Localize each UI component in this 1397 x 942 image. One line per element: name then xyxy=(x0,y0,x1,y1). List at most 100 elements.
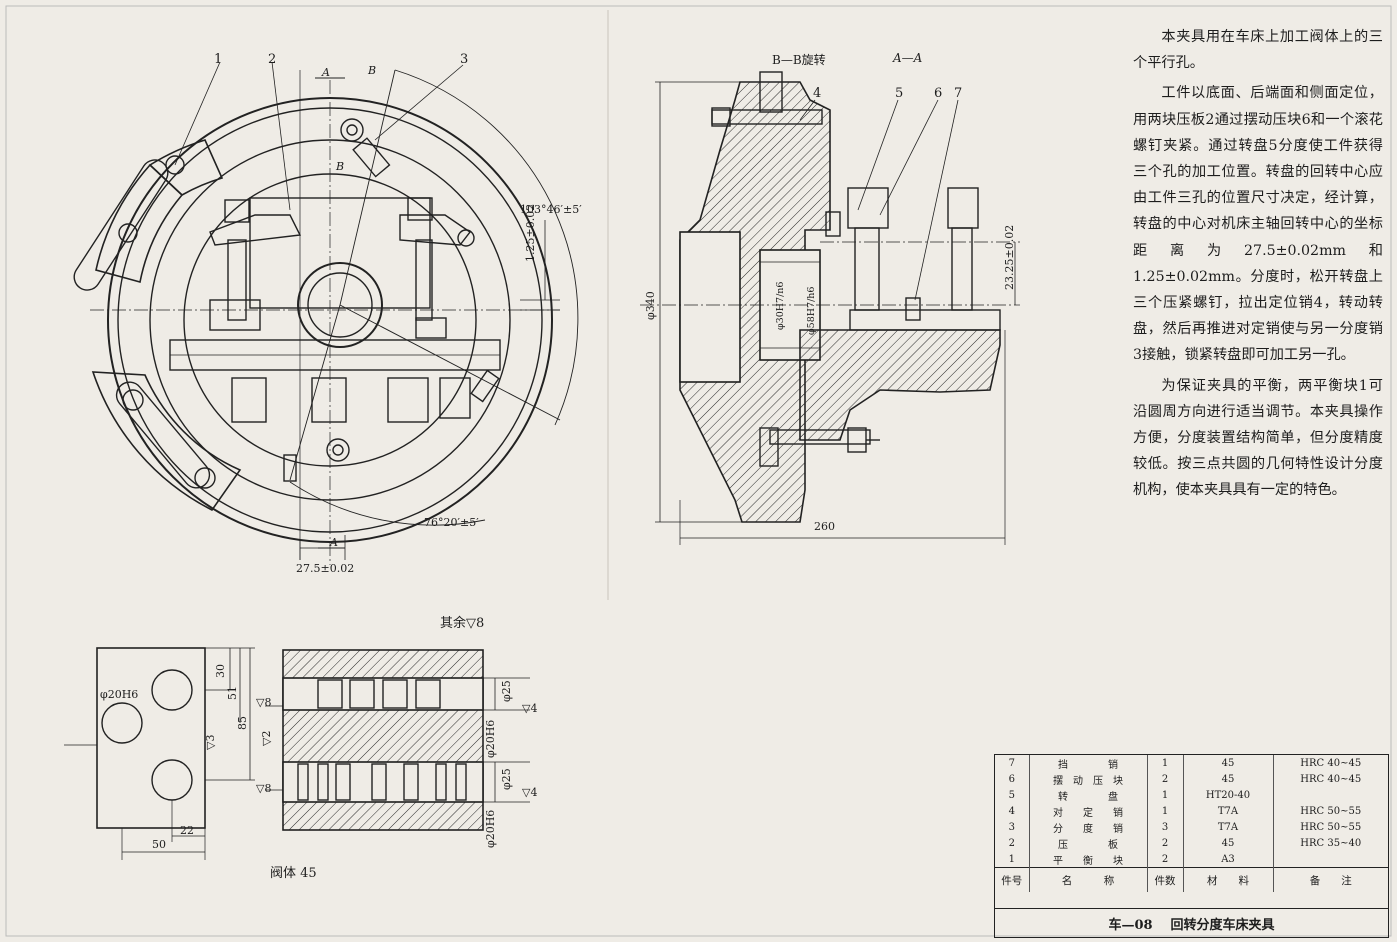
roughness-side: ▽3 xyxy=(204,734,217,750)
bom-material: HT20-40 xyxy=(1183,787,1274,803)
bom-qty: 2 xyxy=(1147,835,1184,851)
bom-row: 7 挡 销 1 45 HRC 40~45 xyxy=(995,755,1388,771)
dim-30: 30 xyxy=(214,664,227,678)
bom-material: T7A xyxy=(1183,803,1274,819)
bom-header-no: 件号 xyxy=(995,867,1030,892)
bom-note: HRC 50~55 xyxy=(1300,805,1362,817)
bom-qty: 3 xyxy=(1147,819,1184,835)
section-aa-label: A—A xyxy=(893,51,923,65)
workpiece-section xyxy=(265,649,530,831)
description-paragraph-3: 为保证夹具的平衡，两平衡块1可沿圆周方向进行适当调节。本夹具操作方便，分度装置结… xyxy=(1133,377,1383,499)
dim-20h6-bottom: φ20H6 xyxy=(484,809,497,848)
bom-name: 压 板 xyxy=(1029,835,1148,851)
angle-dimension-1: 103°46′±5′ xyxy=(520,203,582,216)
bom-qty: 1 xyxy=(1147,787,1184,803)
workpiece-view xyxy=(64,647,255,860)
bom-note: HRC 40~45 xyxy=(1300,757,1362,769)
roughness-middle: ▽2 xyxy=(260,730,273,746)
bom-name: 摆 动 压 块 xyxy=(1029,771,1148,787)
dim-25-bottom: φ25 xyxy=(500,768,513,790)
bom-no: 6 xyxy=(995,771,1030,787)
drawing-title: 回转分度车床夹具 xyxy=(1170,917,1275,933)
description-paragraph-2: 工件以底面、后端面和侧面定位，用两块压板2通过摆动压块6和一个滚花螺钉夹紧。通过… xyxy=(1133,85,1383,364)
dim-25-top: φ25 xyxy=(500,680,513,702)
description-text: 本夹具用在车床上加工阀体上的三个平行孔。 工件以底面、后端面和侧面定位，用两块压… xyxy=(1133,24,1383,508)
dim-20h6-top: φ20H6 xyxy=(484,719,497,758)
callout-7: 7 xyxy=(954,86,963,101)
front-view xyxy=(73,61,579,565)
bom-material: T7A xyxy=(1183,819,1274,835)
bom-row: 4 对 定 销 1 T7A HRC 50~55 xyxy=(995,803,1388,819)
bom-row: 6 摆 动 压 块 2 45 HRC 40~45 xyxy=(995,771,1388,787)
bom-material: 45 xyxy=(1183,835,1274,851)
bom-table: 7 挡 销 1 45 HRC 40~45 6 摆 动 压 块 2 45 HRC … xyxy=(995,755,1388,892)
roughness-right-top: ▽4 xyxy=(522,702,538,715)
height-dimension: 23.25±0.02 xyxy=(1003,224,1016,290)
bom-name: 对 定 销 xyxy=(1029,803,1148,819)
bom-header-material: 材 料 xyxy=(1183,867,1274,892)
bom-row: 5 转 盘 1 HT20-40 xyxy=(995,787,1388,803)
bom-no: 7 xyxy=(995,755,1030,771)
callout-6: 6 xyxy=(934,86,943,101)
roughness-right-bottom: ▽4 xyxy=(522,786,538,799)
section-view xyxy=(640,71,1020,545)
bom-header-note: 备 注 xyxy=(1273,867,1388,892)
callout-4: 4 xyxy=(813,86,822,101)
bom-no: 5 xyxy=(995,787,1030,803)
callout-5: 5 xyxy=(895,86,904,101)
bom-name: 平 衡 块 xyxy=(1029,851,1148,868)
bom-no: 1 xyxy=(995,851,1030,868)
bom-row: 2 压 板 2 45 HRC 35~40 xyxy=(995,835,1388,851)
dim-50: 50 xyxy=(152,838,166,851)
bom-name: 转 盘 xyxy=(1029,787,1148,803)
bom-qty: 1 xyxy=(1147,755,1184,771)
bom-qty: 2 xyxy=(1147,771,1184,787)
width-dimension: 260 xyxy=(814,520,835,533)
bom-row: 1 平 衡 块 2 A3 xyxy=(995,851,1388,868)
center-distance-dimension: 27.5±0.02 xyxy=(296,562,355,575)
bom-no: 3 xyxy=(995,819,1030,835)
description-paragraph-1: 本夹具用在车床上加工阀体上的三个平行孔。 xyxy=(1133,29,1383,72)
bom-name: 分 度 销 xyxy=(1029,819,1148,835)
section-bb-label: B—B旋转 xyxy=(772,53,826,67)
dim-22: 22 xyxy=(180,824,194,837)
bom-qty: 2 xyxy=(1147,851,1184,868)
section-a-label-top: A xyxy=(322,66,330,79)
roughness-left-bottom: ▽8 xyxy=(256,782,272,795)
bom-row: 3 分 度 销 3 T7A HRC 50~55 xyxy=(995,819,1388,835)
callout-2: 2 xyxy=(268,52,277,67)
dim-85: 85 xyxy=(236,716,249,730)
bom-note: HRC 40~45 xyxy=(1300,773,1362,785)
callout-3: 3 xyxy=(460,52,469,67)
fit-dimension-2: φ58H7/h6 xyxy=(806,286,817,335)
bom-header-name: 名 称 xyxy=(1029,867,1148,892)
bom-note xyxy=(1273,851,1388,868)
drawing-title-block: 车—08 回转分度车床夹具 xyxy=(995,908,1388,937)
bom-qty: 1 xyxy=(1147,803,1184,819)
workpiece-caption: 阀体 45 xyxy=(270,866,317,881)
surface-finish-note: 其余▽8 xyxy=(440,616,485,631)
section-a-label-bottom: A xyxy=(330,536,338,549)
bom-header-qty: 件数 xyxy=(1147,867,1184,892)
section-b-label-side: B xyxy=(336,160,345,173)
callout-1: 1 xyxy=(214,52,223,67)
bom-material: 45 xyxy=(1183,755,1274,771)
angle-dimension-2: 76°20′±5′ xyxy=(424,516,479,529)
bom-material: A3 xyxy=(1183,851,1274,868)
drawing-code: 车—08 xyxy=(1108,917,1153,933)
bom-name: 挡 销 xyxy=(1029,755,1148,771)
bom-note: HRC 50~55 xyxy=(1300,821,1362,833)
bom-note: HRC 35~40 xyxy=(1300,837,1362,849)
bom-no: 4 xyxy=(995,803,1030,819)
bill-of-materials: 7 挡 销 1 45 HRC 40~45 6 摆 动 压 块 2 45 HRC … xyxy=(994,754,1389,938)
fit-dimension-1: φ30H7/n6 xyxy=(775,281,786,330)
offset-dimension: 1.25±0.02 xyxy=(524,203,537,262)
hole-diameter-dimension: φ20H6 xyxy=(100,688,139,701)
dim-51: 51 xyxy=(226,686,239,700)
section-b-label-top: B xyxy=(368,64,377,77)
bom-note xyxy=(1273,787,1388,803)
bom-material: 45 xyxy=(1183,771,1274,787)
bom-header-row: 件号 名 称 件数 材 料 备 注 xyxy=(995,867,1388,892)
